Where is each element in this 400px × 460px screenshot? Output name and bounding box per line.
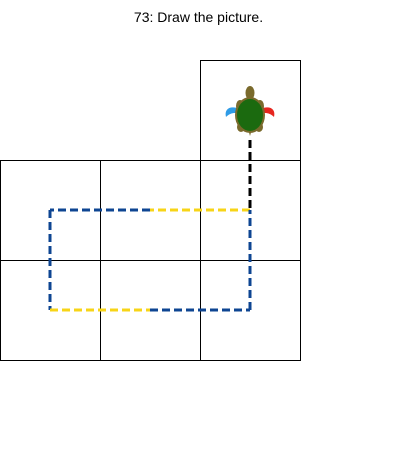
turtle-head: [245, 86, 255, 100]
turtle-icon: [225, 86, 275, 136]
puzzle-title: 73: Draw the picture.: [133, 9, 264, 25]
turtle-shell: [237, 99, 263, 131]
drawn-path: [48, 140, 252, 312]
